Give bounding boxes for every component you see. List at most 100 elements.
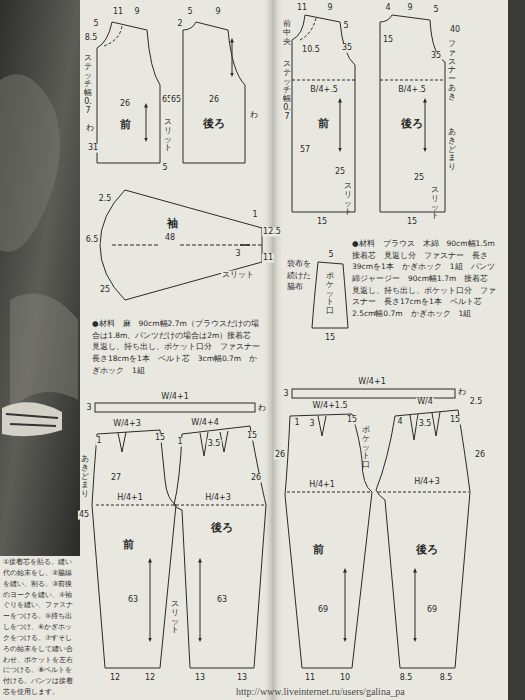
vertical-note: あきどまり	[81, 455, 89, 499]
dimension-label: わ	[457, 388, 467, 397]
dimension-label: 8.5	[84, 34, 99, 43]
dimension-label: 5	[186, 8, 193, 17]
dimension-label: 13	[236, 674, 248, 683]
dress-back	[380, 15, 445, 212]
sandal	[2, 402, 62, 436]
grain-arrow	[425, 100, 426, 150]
dart	[410, 412, 440, 440]
dimension-label: 45	[78, 511, 90, 520]
dimension-label: 3	[308, 420, 315, 429]
facing-line	[104, 26, 122, 46]
piece-name: 前	[119, 119, 132, 131]
dimension-label: 3	[282, 390, 289, 399]
dimension-label: 26	[250, 474, 262, 483]
dimension-label: わ	[249, 111, 259, 120]
watermark: http://www.liveinternet.ru/users/galina_…	[236, 686, 405, 697]
page-fold	[262, 0, 284, 700]
dimension-label: 9	[326, 4, 333, 13]
dimension-label: 5	[161, 164, 168, 173]
grain-arrow	[415, 570, 416, 640]
dimension-label: H/4+3	[413, 478, 441, 487]
dimension-label: W/4+1	[160, 393, 190, 402]
dimension-label: 15	[406, 218, 418, 227]
hip-line	[378, 492, 469, 493]
text-block: 袋布を続けた脇布	[287, 258, 315, 293]
vertical-note: あきどまり	[448, 128, 456, 172]
dimension-label: 48	[164, 234, 176, 243]
dimension-label: 15	[154, 434, 166, 443]
dimension-label: H/4+1	[308, 481, 336, 490]
dimension-label: 2.5	[469, 398, 484, 407]
dimension-label: 8.5	[399, 674, 414, 683]
dimension-label: 5	[432, 6, 439, 15]
dimension-label: 12	[144, 674, 156, 683]
dimension-label: B/4+.5	[397, 86, 427, 95]
vertical-note: スリット	[171, 600, 179, 635]
piece-name: 後ろ	[202, 118, 226, 130]
dimension-label: 1	[251, 211, 258, 220]
dimension-label: わ	[257, 404, 267, 413]
dimension-label: H/4+1	[116, 494, 144, 503]
bust-line	[292, 80, 355, 81]
piece-name: 前	[312, 544, 325, 556]
sleeve	[100, 190, 262, 300]
dimension-label: 65	[170, 96, 182, 105]
dimension-label: W/4+1.5	[311, 402, 348, 411]
piece-name: 前	[317, 118, 330, 130]
dimension-label: W/4	[416, 398, 434, 407]
dimension-label: 12	[109, 674, 121, 683]
vertical-note: スリット	[431, 186, 439, 221]
dimension-label: 4	[396, 418, 403, 427]
text-block: ●材料 麻 90cm幅2.7m（ブラウスだけの場合は1.8m、パンツだけの場合は…	[92, 318, 264, 376]
dimension-label: 25	[413, 174, 425, 183]
waistband	[95, 403, 255, 412]
dimension-label: 69	[426, 606, 438, 615]
dimension-label: 10.5	[301, 46, 321, 55]
dimension-label: 63	[127, 596, 139, 605]
dimension-label: 1	[293, 419, 300, 428]
edge	[508, 0, 525, 700]
sandal-strap	[6, 414, 58, 426]
dimension-label: 15	[324, 334, 336, 343]
dimension-label: 35	[341, 44, 353, 53]
dimension-label: 9	[406, 4, 413, 13]
dimension-label: H/4+3	[204, 494, 232, 503]
dimension-label: 4	[384, 4, 391, 13]
vertical-note: ステッチ幅0.7	[84, 54, 92, 116]
center-line	[112, 245, 160, 246]
dimension-label: 6.5	[85, 236, 100, 245]
grain-arrow	[146, 105, 147, 140]
photo	[0, 0, 80, 556]
rock	[10, 293, 78, 410]
dimension-label: 5	[92, 20, 99, 29]
dimension-label: 40	[449, 26, 461, 35]
center-line	[180, 245, 262, 246]
piece-name: 後ろ	[415, 544, 439, 556]
dimension-label: 15	[346, 416, 358, 425]
dimension-label: 5	[342, 22, 349, 31]
pants-front	[285, 414, 372, 668]
dimension-label: 12.5	[262, 228, 282, 237]
grain-arrow	[345, 570, 346, 640]
front-bodice	[97, 22, 160, 163]
pants-back	[174, 426, 266, 668]
dart	[118, 432, 126, 452]
dimension-label: 69	[317, 606, 329, 615]
bust-line	[380, 80, 445, 81]
vertical-note: 前中央	[283, 20, 291, 46]
dart	[318, 416, 326, 436]
dimension-label: 1	[176, 438, 183, 447]
dimension-label: 2	[176, 20, 183, 29]
hip-line	[287, 492, 370, 493]
text-block: ●材料 ブラウス 木綿 90cm幅1.5m 接着芯 見返し分 ファスナー 長さ3…	[352, 238, 502, 319]
dimension-label: 10	[339, 674, 351, 683]
grain-arrow	[340, 100, 341, 150]
dimension-label: 26	[474, 451, 486, 460]
dimension-label: 31	[87, 144, 99, 153]
piece-name: 前	[122, 539, 135, 551]
pants-front	[92, 430, 176, 668]
dimension-label: 15	[316, 218, 328, 227]
back-bodice	[183, 22, 245, 163]
dimension-label: 26	[274, 451, 286, 460]
